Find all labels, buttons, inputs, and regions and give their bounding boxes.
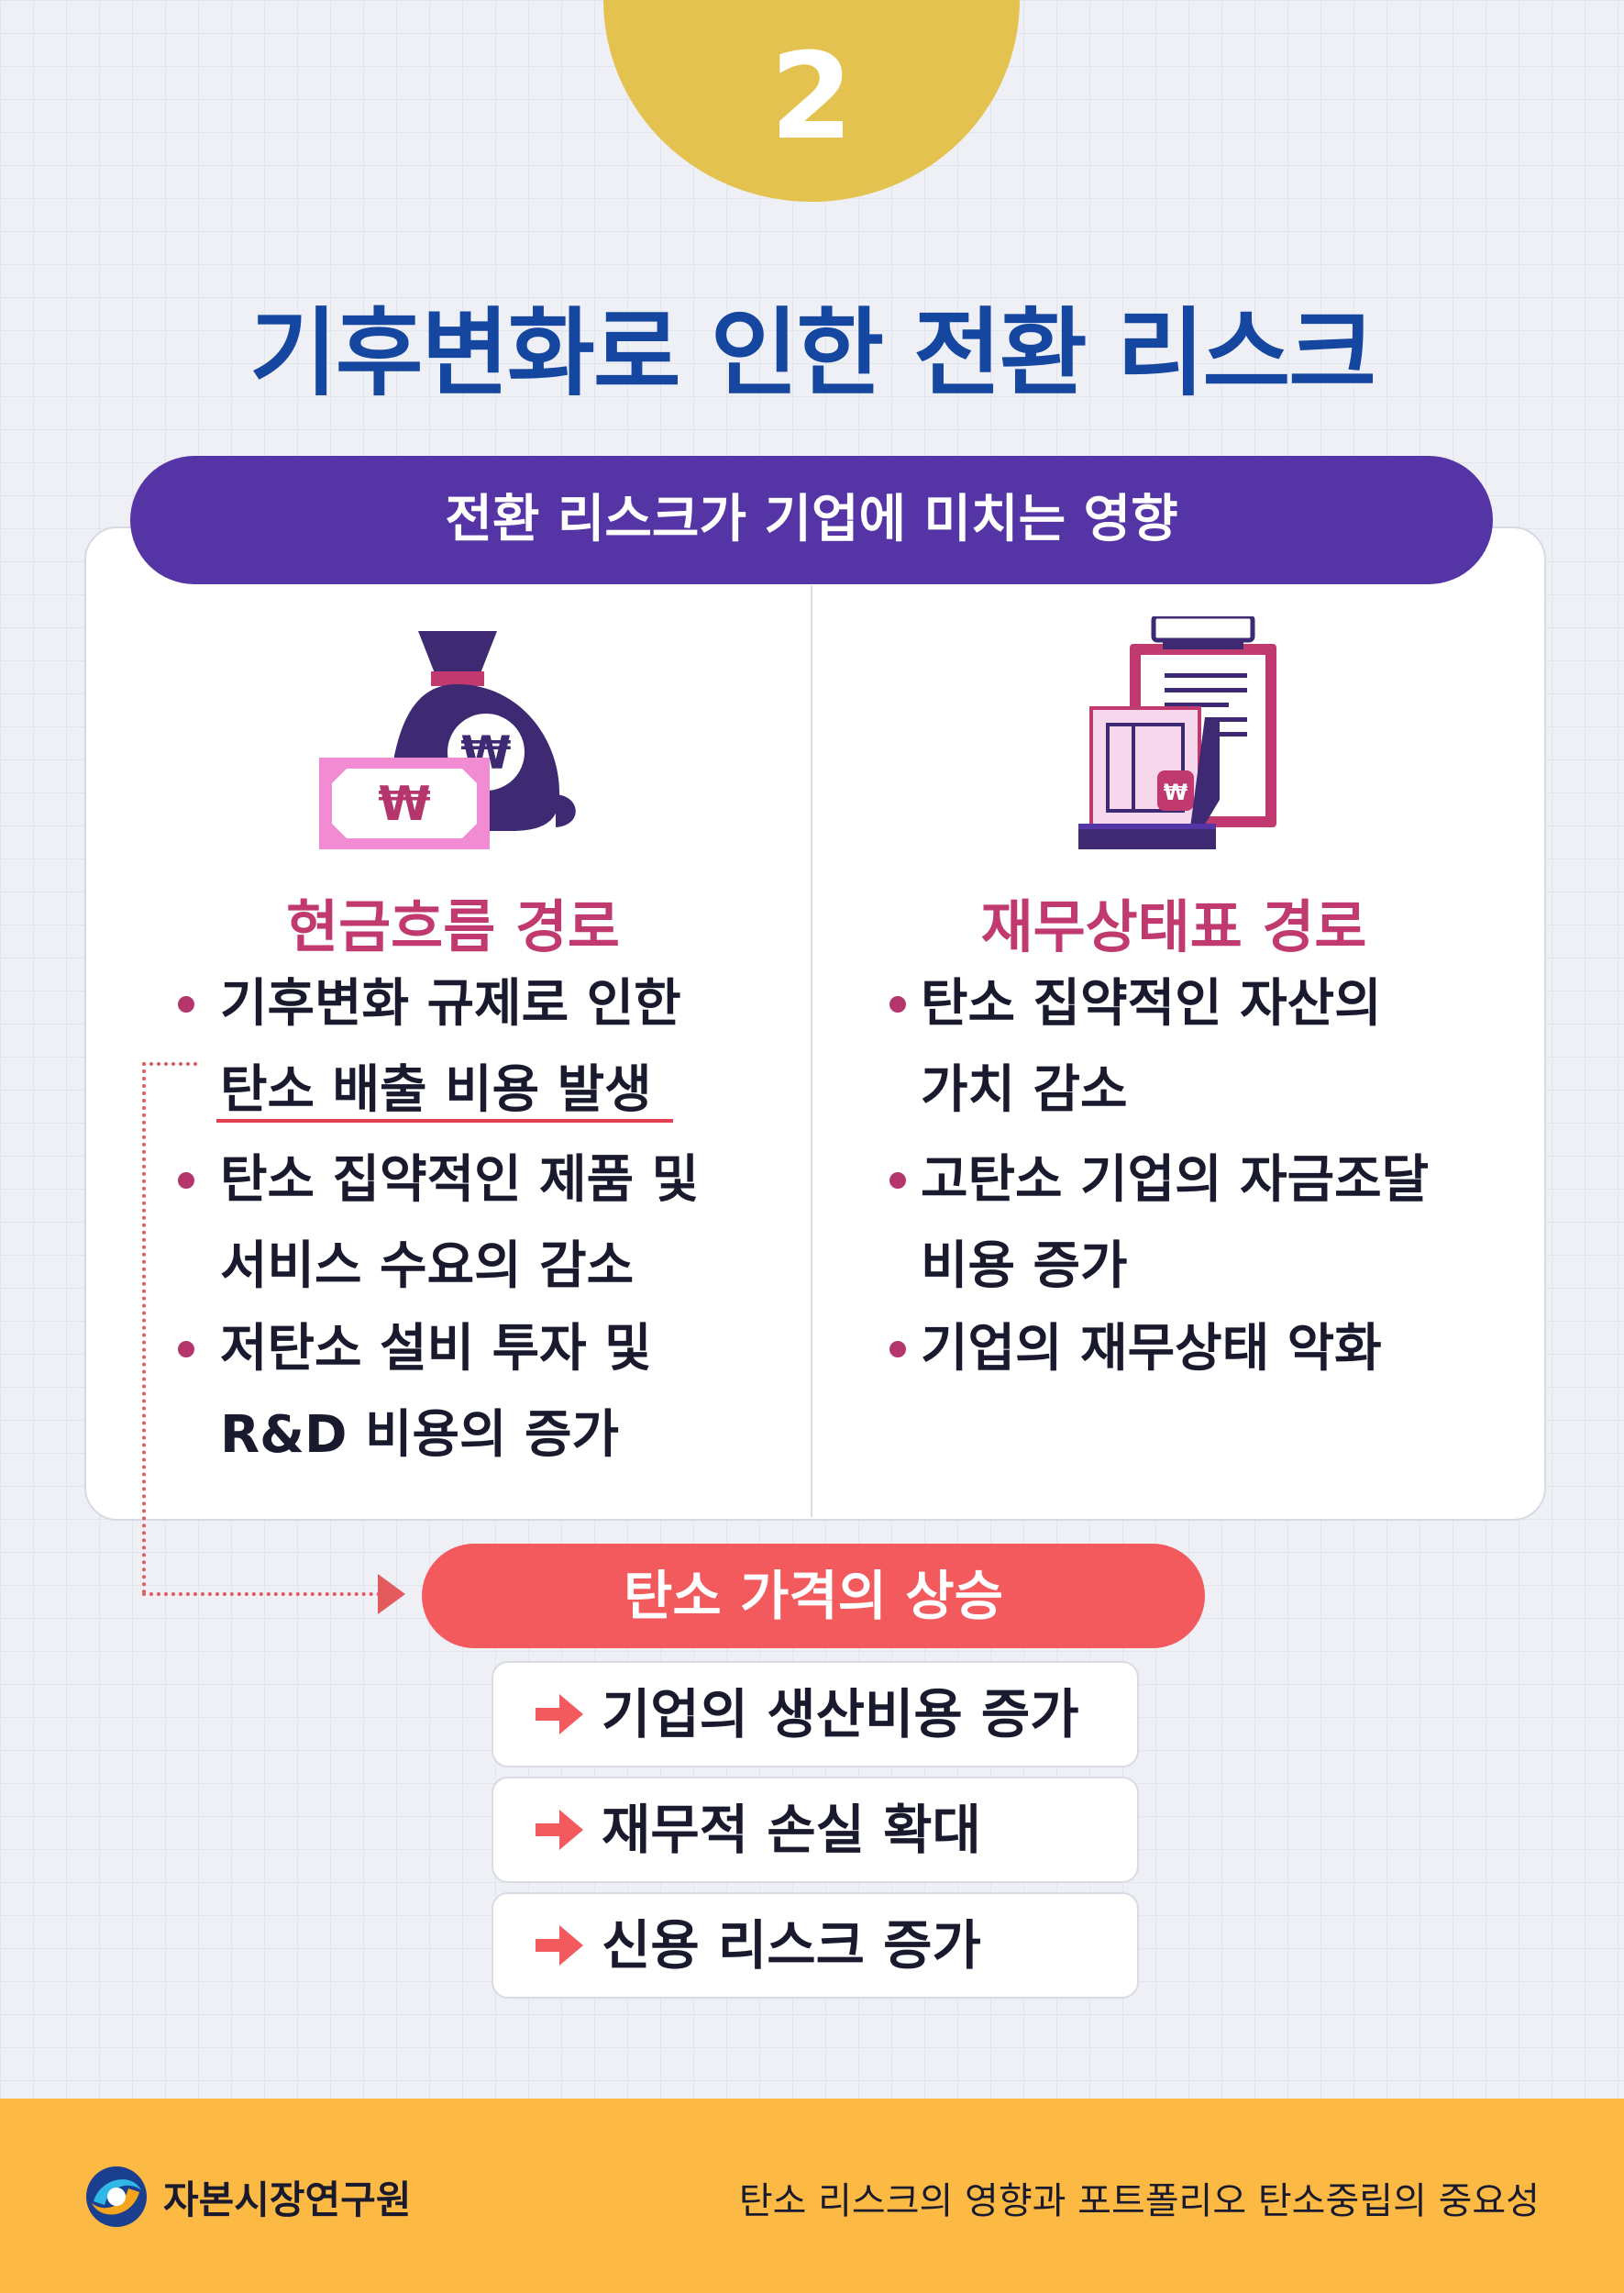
list-item: 기후변화 규제로 인한 탄소 배출 비용 발생 — [178, 961, 681, 1134]
bullet-dot — [889, 1341, 906, 1357]
arrow-right-icon — [536, 1694, 583, 1734]
svg-text:₩: ₩ — [378, 777, 430, 832]
organization-name: 자본시장연구원 — [163, 2177, 412, 2222]
carbon-price-pill: 탄소 가격의 상승 — [422, 1544, 1205, 1648]
result-item: 재무적 손실 확대 — [492, 1777, 1139, 1883]
organization-logo-icon — [86, 2166, 147, 2227]
connector-line — [142, 1592, 381, 1596]
list-item: 탄소 집약적인 제품 및 서비스 수요의 감소 — [178, 1137, 699, 1310]
list-item: 고탄소 기업의 자금조달 비용 증가 — [889, 1137, 1429, 1310]
result-item: 기업의 생산비용 증가 — [492, 1661, 1139, 1767]
list-item: 탄소 집약적인 자산의 가치 감소 — [889, 961, 1382, 1134]
cashflow-heading: 현금흐름 경로 — [286, 893, 620, 960]
section-banner: 전환 리스크가 기업에 미치는 영향 — [130, 456, 1493, 584]
result-item: 신용 리스크 증가 — [492, 1892, 1139, 1999]
connector-arrow-icon — [378, 1574, 405, 1614]
money-bag-and-won-bill-icon: ₩ ₩ — [319, 631, 576, 849]
footer — [0, 2099, 1624, 2293]
connector-line — [142, 1062, 146, 1594]
arrow-right-icon — [536, 1810, 583, 1850]
highlight-underline — [216, 1119, 673, 1123]
column-divider — [811, 585, 812, 1517]
svg-text:₩: ₩ — [1164, 780, 1188, 805]
clipboard-balance-sheet-icon: ₩ — [1078, 616, 1276, 849]
bullet-dot — [178, 996, 194, 1013]
arrow-right-icon — [536, 1925, 583, 1966]
connector-line — [142, 1062, 197, 1066]
content-card — [84, 526, 1546, 1521]
bullet-dot — [178, 1172, 194, 1189]
page-title: 기후변화로 인한 전환 리스크 — [249, 297, 1376, 409]
footer-caption: 탄소 리스크의 영향과 포트폴리오 탄소중립의 중요성 — [738, 2180, 1540, 2222]
bullet-dot — [889, 1172, 906, 1189]
bullet-dot — [889, 996, 906, 1013]
list-item: 기업의 재무상태 악화 — [889, 1306, 1382, 1392]
bullet-dot — [178, 1341, 194, 1357]
list-item: 저탄소 설비 투자 및 R&D 비용의 증가 — [178, 1306, 652, 1479]
step-number: 2 — [769, 27, 854, 166]
balance-sheet-heading: 재무상태표 경로 — [980, 893, 1367, 960]
